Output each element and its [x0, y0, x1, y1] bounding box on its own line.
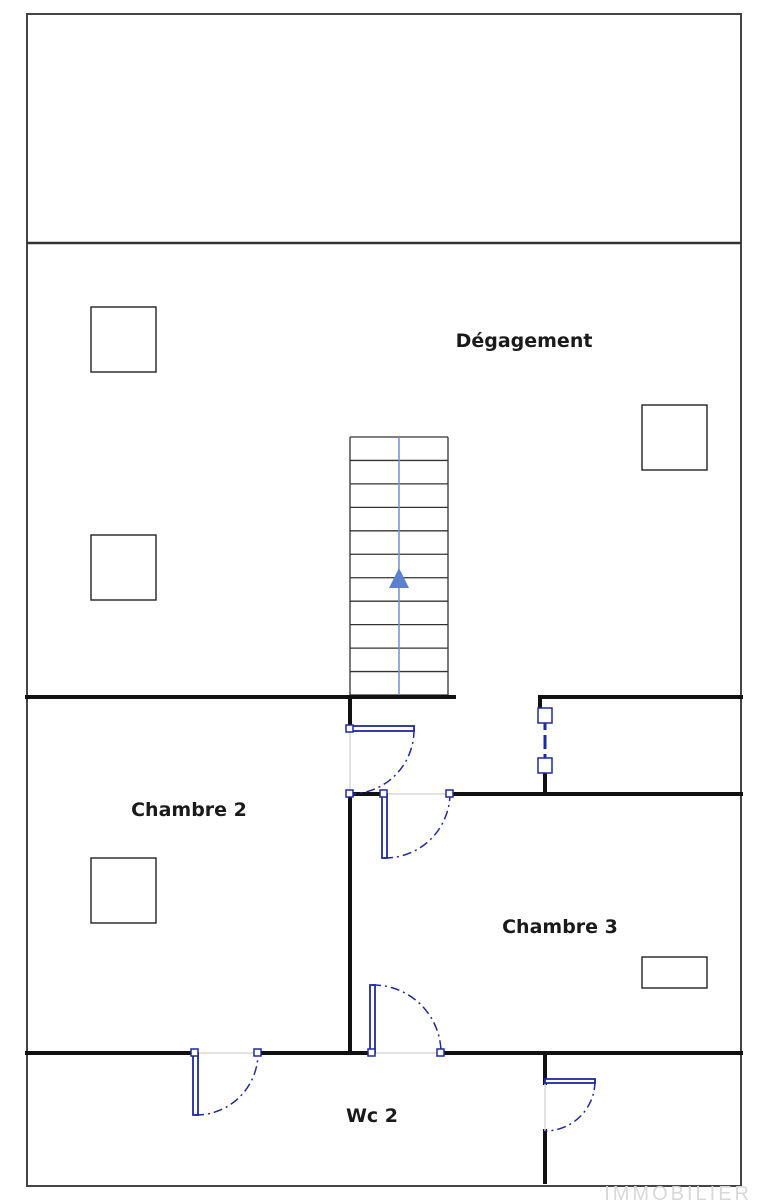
room-label-wc-2: Wc 2 [346, 1105, 398, 1127]
staircase [349, 436, 449, 696]
door-chambre-2[interactable] [345, 724, 415, 798]
up-arrow-icon [389, 568, 409, 588]
folding-door-right[interactable] [537, 707, 553, 774]
door-wc-middle[interactable] [367, 984, 445, 1057]
door-chambre-3[interactable] [379, 789, 454, 859]
room-label-chambre-2: Chambre 2 [131, 799, 247, 821]
room-label-degagement: Dégagement [456, 330, 593, 352]
skylight-right [641, 404, 708, 471]
skylight-middle-left [90, 534, 157, 601]
room-label-chambre-3: Chambre 3 [502, 916, 618, 938]
skylight-upper-left [90, 306, 157, 373]
door-wc-left[interactable] [190, 1048, 262, 1116]
door-closet[interactable] [544, 1078, 596, 1132]
window-chambre-3 [641, 956, 708, 989]
skylight-chambre-2 [90, 857, 157, 924]
outer-frame [26, 13, 742, 1187]
watermark-text: IMMOBILIER [604, 1183, 752, 1204]
